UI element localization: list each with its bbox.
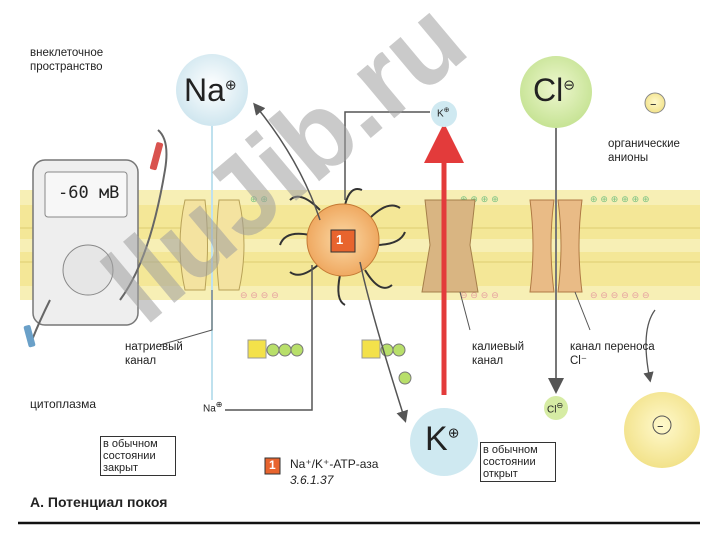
potassium-ion [410,408,478,476]
potassium-top-label: K⊕ [437,107,450,120]
voltmeter [23,129,168,348]
svg-text:⊖ ⊖ ⊖ ⊖: ⊖ ⊖ ⊖ ⊖ [460,291,499,301]
caption-title: А. Потенциал покоя [30,494,168,510]
organic-anion-icon [644,92,666,114]
chloride-ion [520,56,592,128]
chloride-ion-label: Cl⊖ [533,72,575,108]
na-k-pump [279,188,406,306]
chloride-ion-small [544,396,568,420]
chloride-small-label: Cl⊖ [547,401,564,416]
potassium-open-note: в обычном состоянии открыт [480,442,556,482]
potassium-ion-top [431,101,457,127]
sodium-ion [176,54,248,126]
chloride-channel [529,199,583,293]
pump-number-marker: 1 [336,232,344,247]
svg-text:⊕ ⊕: ⊕ ⊕ [250,195,268,205]
cytoplasm-label: цитоплазма [30,397,97,411]
organic-anion-large [624,392,700,468]
svg-text:⊕ ⊕ ⊕ ⊕ ⊕ ⊕: ⊕ ⊕ ⊕ ⊕ ⊕ ⊕ [590,195,650,205]
potassium-channel-label: калиевый канал [472,341,525,367]
sodium-channel [179,199,245,291]
potassium-channel [421,199,479,293]
sodium-small-label: Na⊕ [203,400,223,415]
extracellular-label: внеклеточное пространство [30,47,104,73]
pump-name-label: Na⁺/K⁺-АТР-аза [290,457,379,471]
organic-anions-label: органические анионы [608,138,680,164]
potassium-ion-label: K⊕ [425,420,460,458]
svg-text:⊕ ⊕ ⊕ ⊕: ⊕ ⊕ ⊕ ⊕ [460,195,499,205]
chloride-channel-label: канал переноса Cl⁻ [570,341,655,367]
voltmeter-reading: -60 мВ [58,183,120,203]
svg-text:⊖ ⊖ ⊖ ⊖: ⊖ ⊖ ⊖ ⊖ [240,291,279,301]
svg-text:–: – [650,97,657,112]
sodium-ion-label: Na⊕ [184,72,237,108]
svg-text:⊖ ⊖ ⊖ ⊖ ⊖ ⊖: ⊖ ⊖ ⊖ ⊖ ⊖ ⊖ [590,291,650,301]
pump-ec-label: 3.6.1.37 [290,473,334,487]
svg-text:–: – [657,419,664,434]
pump-number-badge: 1 [269,458,276,472]
sodium-channel-label: натриевый канал [125,341,183,367]
sodium-closed-note: в обычном состоянии закрыт [100,436,176,476]
pump-arrows [225,102,430,423]
